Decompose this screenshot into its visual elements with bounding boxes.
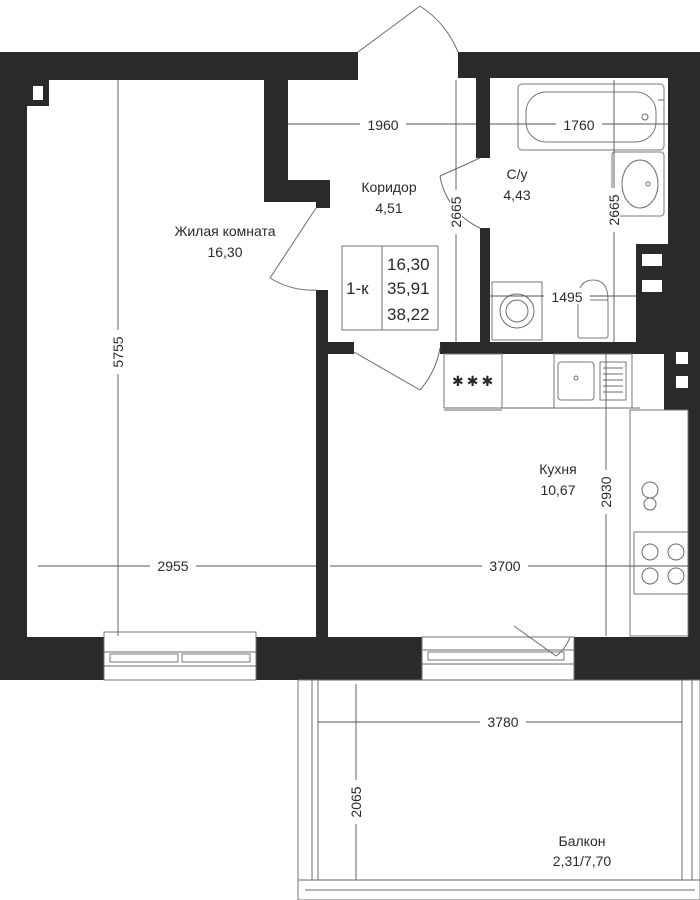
- balcony-area: 2,31/7,70: [553, 853, 612, 869]
- dim-living-width: 2955: [157, 558, 188, 574]
- total-area-value: 35,91: [387, 279, 430, 298]
- dim-corridor-length: 2665: [448, 196, 464, 227]
- dim-balcony-length: 2065: [348, 786, 364, 817]
- bathroom-area: 4,43: [503, 187, 530, 203]
- living-room-area: 16,30: [207, 244, 242, 260]
- living-area-value: 16,30: [387, 255, 430, 274]
- dim-bath-inner-width: 1495: [551, 289, 582, 305]
- dim-balcony-width: 3780: [487, 714, 518, 730]
- bathroom-name: С/у: [507, 166, 528, 182]
- stove-burners: ✱✱✱: [452, 373, 496, 389]
- walls: [0, 52, 700, 680]
- room-labels: Жилая комната 16,30 Коридор 4,51 С/у 4,4…: [174, 166, 611, 869]
- total-with-balcony-value: 38,22: [387, 305, 430, 324]
- windows: [103, 631, 575, 681]
- living-room-name: Жилая комната: [174, 223, 275, 239]
- corridor-name: Коридор: [361, 179, 417, 195]
- dim-living-length: 5755: [110, 336, 126, 367]
- area-summary: 1-к 16,30 35,91 38,22: [341, 245, 439, 331]
- dimension-labels: 5755 2955 1960 2665 1760 2665 1495 3700 …: [110, 116, 622, 824]
- balcony-name: Балкон: [559, 833, 606, 849]
- apartment-type: 1-к: [346, 279, 369, 298]
- dim-corridor-width: 1960: [367, 117, 398, 133]
- dim-kitchen-width: 3700: [489, 558, 520, 574]
- dim-kitchen-length: 2930: [598, 476, 614, 507]
- kitchen-fixtures: ✱✱✱: [443, 353, 689, 637]
- corridor-area: 4,51: [375, 200, 402, 216]
- dim-bath-width: 1760: [563, 117, 594, 133]
- kitchen-name: Кухня: [539, 461, 576, 477]
- kitchen-area: 10,67: [540, 482, 575, 498]
- dim-bath-length: 2665: [606, 194, 622, 225]
